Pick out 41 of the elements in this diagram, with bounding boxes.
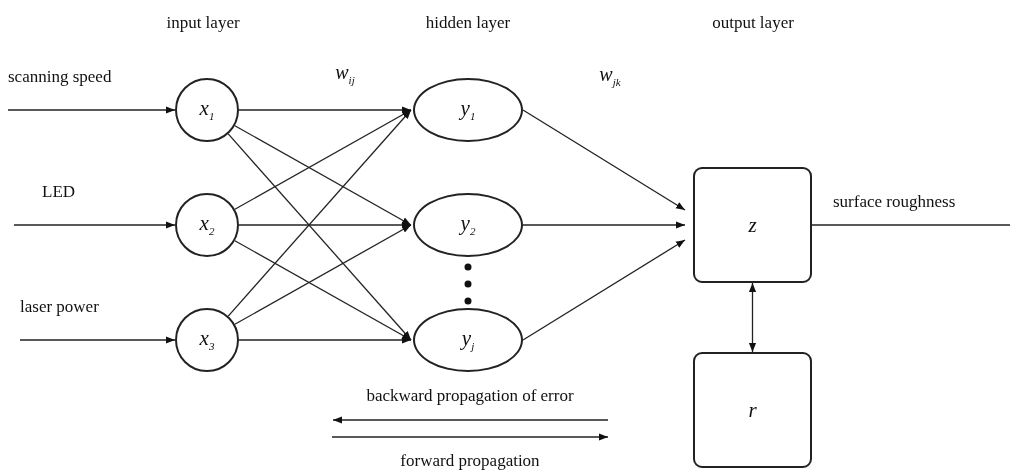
- arrow: [234, 109, 412, 210]
- node-label: y$_{1}$: [460, 97, 476, 123]
- reference-box: [693, 352, 812, 468]
- input-neuron-circle: [175, 193, 239, 257]
- arrow: [13, 221, 176, 229]
- input-neuron-circle: [175, 78, 239, 142]
- node-label: x$_{1}$: [199, 97, 215, 123]
- node-label: y$_{2}$: [460, 212, 476, 238]
- layer-title: output layer: [712, 14, 794, 31]
- arrow: [748, 282, 757, 353]
- arrow: [234, 125, 412, 226]
- arrow: [238, 336, 412, 344]
- arrow: [19, 336, 176, 344]
- arrow: [234, 240, 412, 341]
- connector-line: [811, 224, 1011, 226]
- arrow: [234, 224, 412, 325]
- arrow: [227, 109, 412, 317]
- input-neuron-circle: [175, 308, 239, 372]
- node-label: y$_{j}$: [461, 327, 475, 353]
- edge-label: surface roughness: [833, 193, 956, 210]
- node-label: z: [748, 214, 757, 236]
- layer-title: input layer: [166, 14, 240, 31]
- weight-label: w$_{jk}$: [599, 64, 621, 88]
- arrow: [227, 133, 412, 341]
- arrow: [7, 106, 176, 114]
- node-label: r: [748, 399, 757, 421]
- node-label: x$_{3}$: [199, 327, 215, 353]
- edge-label: scanning speed: [8, 68, 112, 85]
- arrow: [522, 239, 686, 341]
- arrow: [522, 221, 686, 229]
- output-node-box: [693, 167, 812, 283]
- arrow: [522, 109, 686, 211]
- node-label: x$_{2}$: [199, 212, 215, 238]
- edge-label: LED: [42, 183, 76, 200]
- direction-label: forward propagation: [400, 452, 540, 469]
- direction-label: backward propagation of error: [366, 387, 574, 404]
- arrow: [238, 221, 412, 229]
- arrow: [238, 106, 412, 114]
- layer-title: hidden layer: [425, 14, 511, 31]
- edge-label: laser power: [20, 298, 99, 315]
- weight-label: w$_{ij}$: [335, 62, 355, 86]
